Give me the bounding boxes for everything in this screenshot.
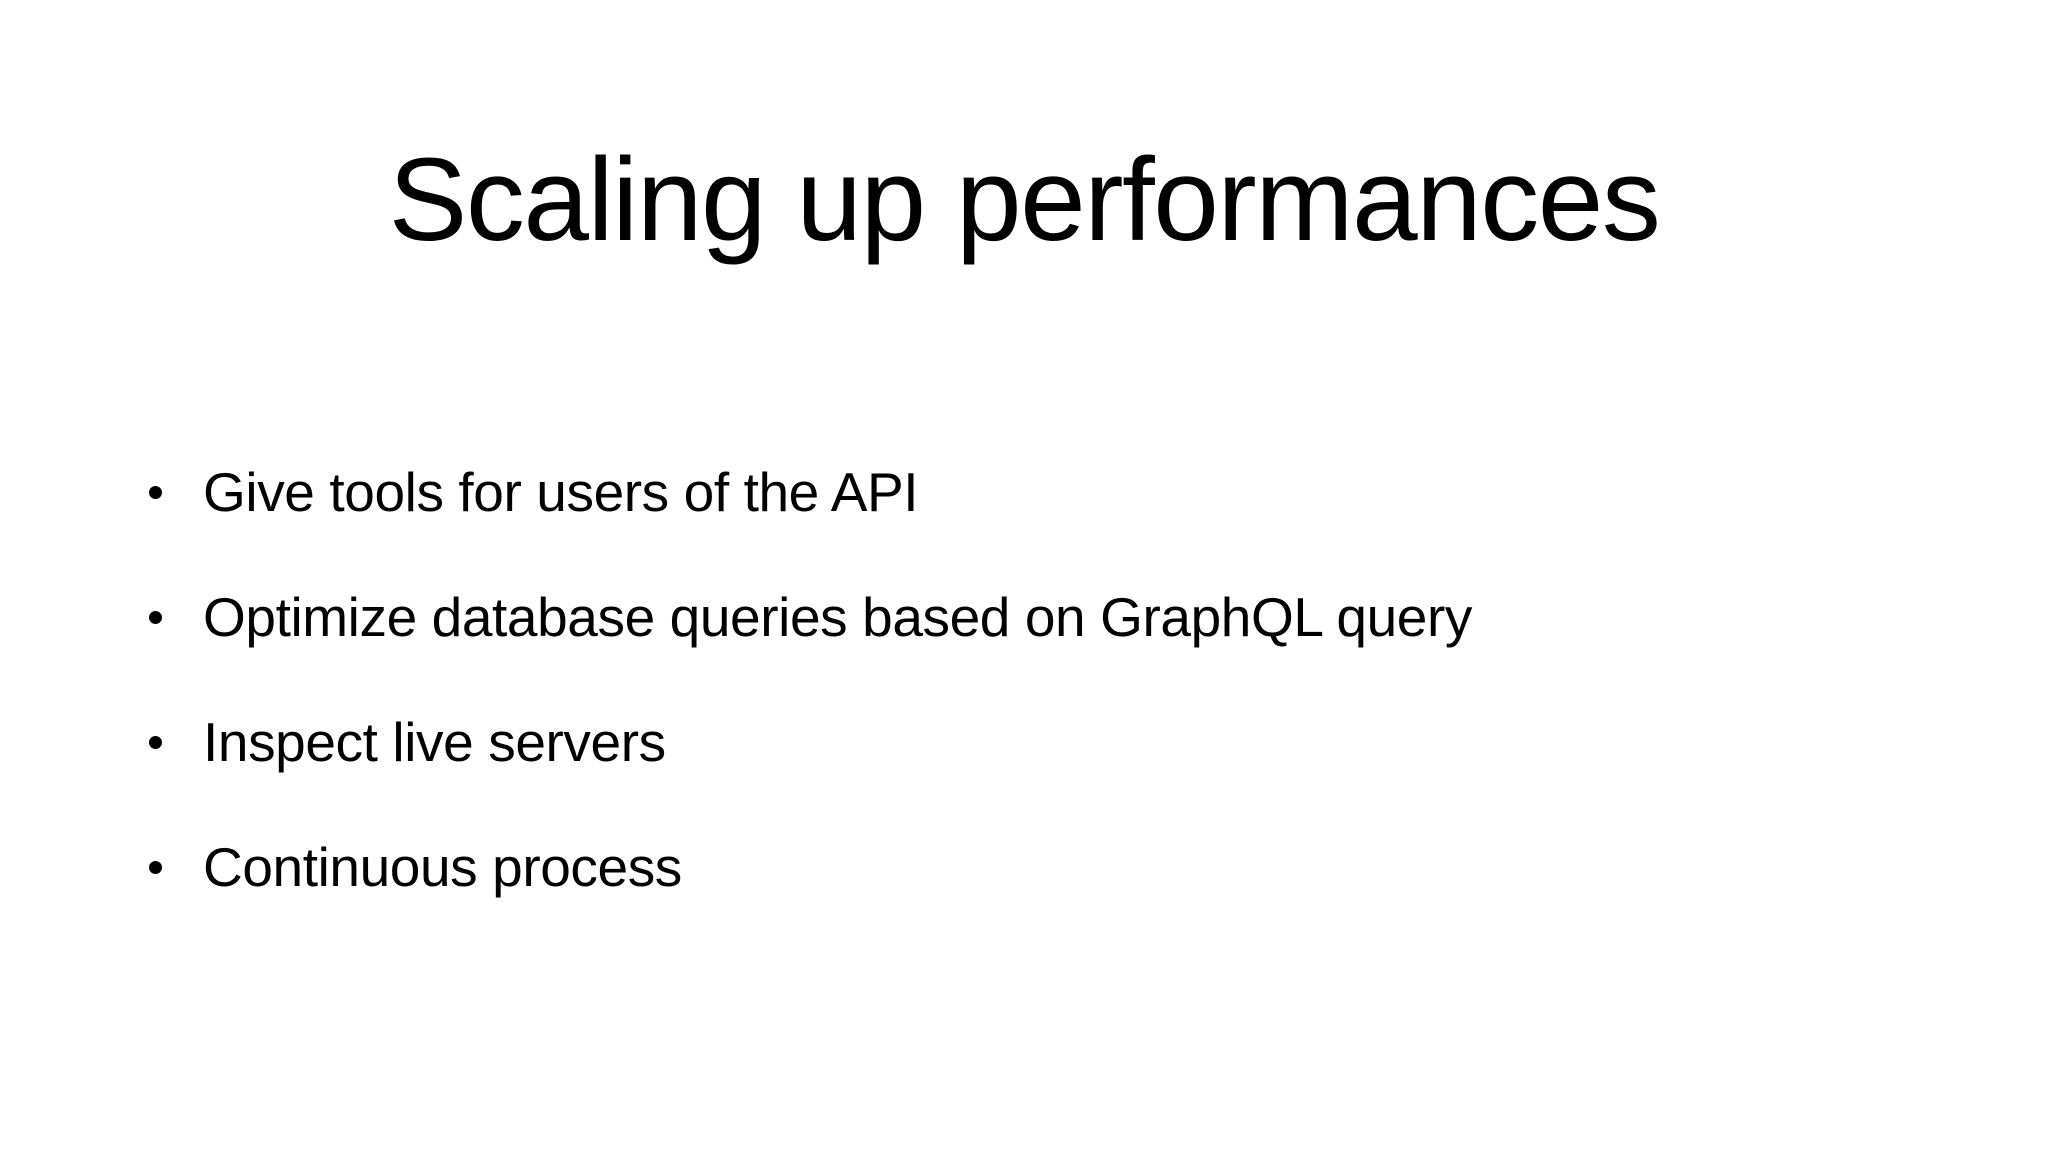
list-item: Optimize database queries based on Graph… xyxy=(140,555,1940,680)
slide-title: Scaling up performances xyxy=(388,134,1661,267)
bullet-dot-icon xyxy=(149,860,162,874)
bullet-dot-icon xyxy=(149,735,162,749)
bullet-list: Give tools for users of the API Optimize… xyxy=(140,430,1940,930)
list-item: Continuous process xyxy=(140,805,1940,930)
list-item: Give tools for users of the API xyxy=(140,430,1940,555)
bullet-item-label: Give tools for users of the API xyxy=(203,461,919,523)
bullet-dot-icon xyxy=(149,610,162,624)
list-item: Inspect live servers xyxy=(140,680,1940,805)
bullet-item-label: Continuous process xyxy=(203,836,682,898)
bullet-item-label: Optimize database queries based on Graph… xyxy=(203,586,1472,648)
bullet-dot-icon xyxy=(149,485,162,499)
bullet-item-label: Inspect live servers xyxy=(203,711,666,773)
